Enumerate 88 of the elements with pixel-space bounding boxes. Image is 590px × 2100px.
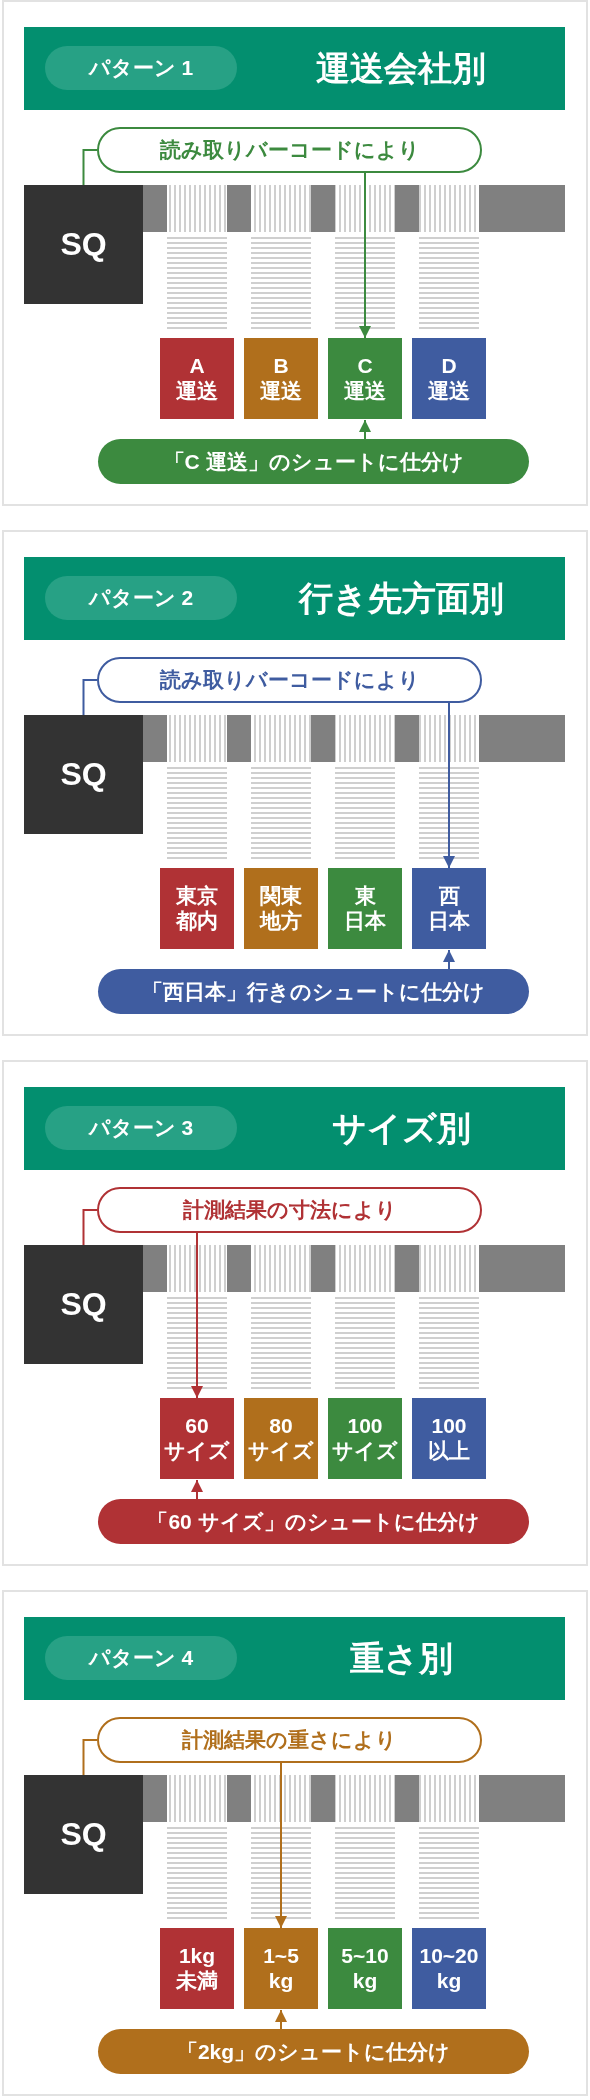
chute-box [244, 1928, 318, 2009]
chute-label: 5~10 [341, 1944, 389, 1969]
chute-box [328, 1928, 402, 2009]
header-band [24, 557, 565, 640]
callout-bubble: 計測結果の重さにより [97, 1717, 482, 1763]
pattern-badge: パターン 4 [45, 1636, 237, 1680]
arrow [191, 1479, 203, 1500]
chute-box [412, 1928, 486, 2009]
panel-card [2, 1060, 588, 1566]
heading-text: 重さ別 [348, 1637, 454, 1679]
chute-label: A [189, 354, 205, 379]
chute-label: 100 [431, 1414, 467, 1439]
pattern-badge: パターン 1 [45, 46, 237, 90]
chute-label: サイズ [248, 1438, 314, 1463]
chute-label: 1~5 [263, 1944, 299, 1969]
connector-line [82, 1739, 98, 1776]
panel-card [2, 1590, 588, 2096]
chute-label: サイズ [332, 1438, 398, 1463]
chute-label: kg [352, 1968, 378, 1993]
chute-label: 地方 [260, 908, 302, 933]
sorter-box: SQ [24, 715, 143, 834]
chute-label: D [441, 354, 457, 379]
arrow [275, 2009, 287, 2030]
chute-box [412, 338, 486, 419]
chute-box [412, 1398, 486, 1479]
callout-bubble: 読み取りバーコードにより [97, 657, 482, 703]
panel-card [2, 530, 588, 1036]
chute-label: 100 [347, 1414, 383, 1439]
chute-label: 10~20 [419, 1944, 479, 1969]
chute-label: 東 [354, 884, 376, 909]
header-band [24, 1087, 565, 1170]
arrow [191, 1232, 203, 1399]
result-banner: 「西日本」行きのシュートに仕分け [98, 969, 529, 1014]
result-banner: 「2kg」のシュートに仕分け [98, 2029, 529, 2074]
chute-label: 都内 [176, 908, 218, 933]
chute-box [244, 338, 318, 419]
sorter-box: SQ [24, 185, 143, 304]
chute-box [160, 1398, 234, 1479]
arrow [275, 1762, 287, 1929]
sorter-box: SQ [24, 1775, 143, 1894]
header-band [24, 1617, 565, 1700]
connector-line [82, 1209, 98, 1246]
heading-text: 行き先方面別 [297, 577, 505, 619]
chute-label: 東京 [176, 884, 218, 909]
header-band [24, 27, 565, 110]
chute-label: 運送 [260, 378, 302, 403]
chute-label: 60 [185, 1414, 209, 1439]
pattern-badge: パターン 3 [45, 1106, 237, 1150]
arrow [359, 419, 371, 440]
chute-label: 80 [269, 1414, 293, 1439]
chute-box [160, 1928, 234, 2009]
chute-label: 関東 [260, 884, 302, 909]
chute-label: 運送 [344, 378, 386, 403]
connector-line [82, 149, 98, 186]
chute-label: B [273, 354, 289, 379]
sorter-box: SQ [24, 1245, 143, 1364]
chute-box [328, 338, 402, 419]
chute-box [160, 338, 234, 419]
heading-text: サイズ別 [330, 1107, 472, 1149]
chute-label: 以上 [428, 1438, 470, 1463]
chute-label: 運送 [176, 378, 218, 403]
chute-box [244, 868, 318, 949]
panel-card [2, 0, 588, 506]
connector-line [82, 679, 98, 716]
chute-label: C [357, 354, 373, 379]
chute-box [328, 868, 402, 949]
chute-box [244, 1398, 318, 1479]
chute-label: 運送 [428, 378, 470, 403]
arrow [443, 702, 455, 869]
chute-label: 日本 [344, 908, 386, 933]
chute-label: 西 [438, 884, 460, 909]
result-banner: 「60 サイズ」のシュートに仕分け [98, 1499, 529, 1544]
chute-box [412, 868, 486, 949]
chute-box [160, 868, 234, 949]
heading-text: 運送会社別 [315, 47, 487, 89]
chute-box [328, 1398, 402, 1479]
chute-label: 1kg [178, 1944, 216, 1969]
chute-label: kg [436, 1968, 462, 1993]
arrow [443, 949, 455, 970]
arrow [359, 172, 371, 339]
chute-label: サイズ [164, 1438, 230, 1463]
pattern-badge: パターン 2 [45, 576, 237, 620]
chute-label: 未満 [176, 1968, 218, 1993]
chute-label: kg [268, 1968, 294, 1993]
result-banner: 「C 運送」のシュートに仕分け [98, 439, 529, 484]
callout-bubble: 計測結果の寸法により [97, 1187, 482, 1233]
callout-bubble: 読み取りバーコードにより [97, 127, 482, 173]
chute-label: 日本 [428, 908, 470, 933]
